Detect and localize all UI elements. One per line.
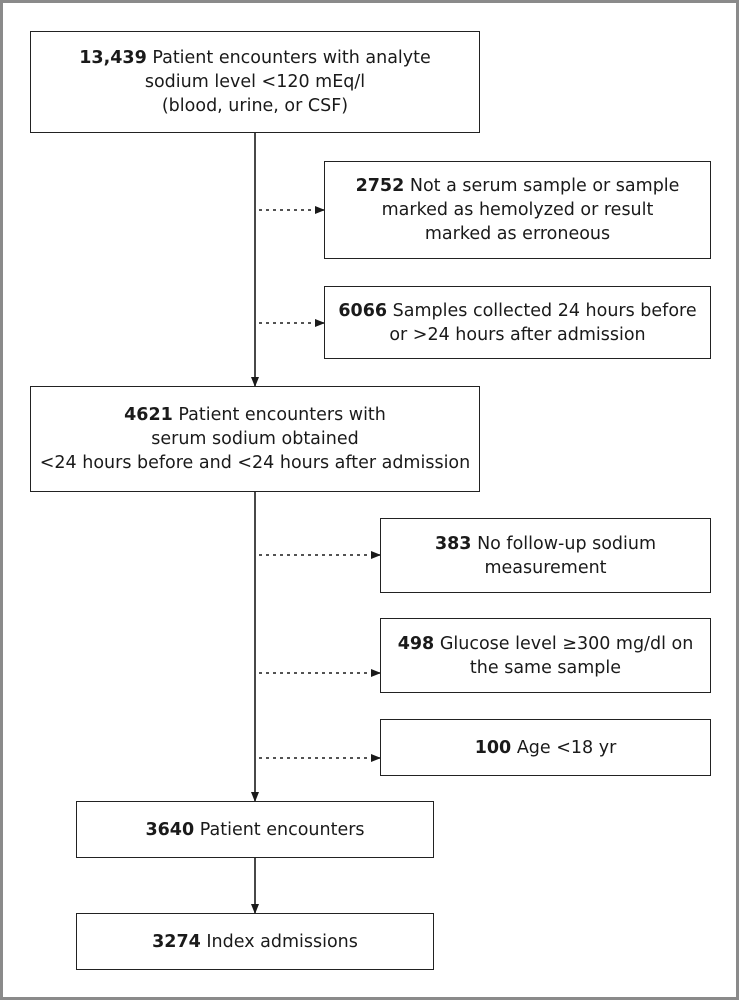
box-exclusion-serum-sample: 2752 Not a serum sample or sample marked…: [324, 161, 711, 259]
encounters-count: 3640: [145, 819, 195, 840]
exclusion-timing-line-2: or >24 hours after admission: [389, 324, 646, 345]
index-admissions-line-1: Index admissions: [206, 931, 358, 952]
initial-count: 13,439: [79, 48, 147, 68]
exclusion-timing-count: 6066: [338, 300, 388, 321]
serum-window-line-3: <24 hours before and <24 hours after adm…: [39, 453, 471, 473]
box-exclusion-followup: 383 No follow-up sodium measurement: [380, 518, 711, 593]
exclusion-serum-count: 2752: [355, 176, 405, 196]
initial-line-1: Patient encounters with analyte: [152, 48, 431, 68]
exclusion-followup-count: 383: [434, 533, 472, 554]
encounters-line-1: Patient encounters: [199, 819, 365, 840]
initial-line-3: (blood, urine, or CSF): [161, 96, 349, 116]
index-admissions-count: 3274: [152, 931, 201, 952]
box-initial-encounters: 13,439 Patient encounters with analyte s…: [30, 31, 480, 133]
exclusion-serum-line-1: Not a serum sample or sample: [409, 176, 680, 196]
box-patient-encounters: 3640 Patient encounters: [76, 801, 434, 858]
serum-window-line-1: Patient encounters with: [178, 405, 386, 425]
exclusion-glucose-line-2: the same sample: [469, 657, 622, 678]
exclusion-followup-line-2: measurement: [484, 557, 607, 578]
exclusion-glucose-line-1: Glucose level ≥300 mg/dl on: [439, 633, 694, 654]
exclusion-serum-line-3: marked as erroneous: [424, 224, 611, 244]
exclusion-serum-line-2: marked as hemolyzed or result: [381, 200, 654, 220]
serum-window-count: 4621: [124, 405, 173, 425]
exclusion-glucose-count: 498: [397, 633, 435, 654]
exclusion-timing-line-1: Samples collected 24 hours before: [392, 300, 697, 321]
box-exclusion-timing: 6066 Samples collected 24 hours before o…: [324, 286, 711, 359]
box-exclusion-glucose: 498 Glucose level ≥300 mg/dl on the same…: [380, 618, 711, 693]
exclusion-followup-line-1: No follow-up sodium: [477, 533, 657, 554]
box-serum-window-encounters: 4621 Patient encounters with serum sodiu…: [30, 386, 480, 492]
box-index-admissions: 3274 Index admissions: [76, 913, 434, 970]
box-exclusion-age: 100 Age <18 yr: [380, 719, 711, 776]
exclusion-age-count: 100: [474, 737, 512, 758]
exclusion-age-line-1: Age <18 yr: [516, 737, 617, 758]
serum-window-line-2: serum sodium obtained: [151, 429, 359, 449]
initial-line-2: sodium level <120 mEq/l: [144, 72, 366, 92]
